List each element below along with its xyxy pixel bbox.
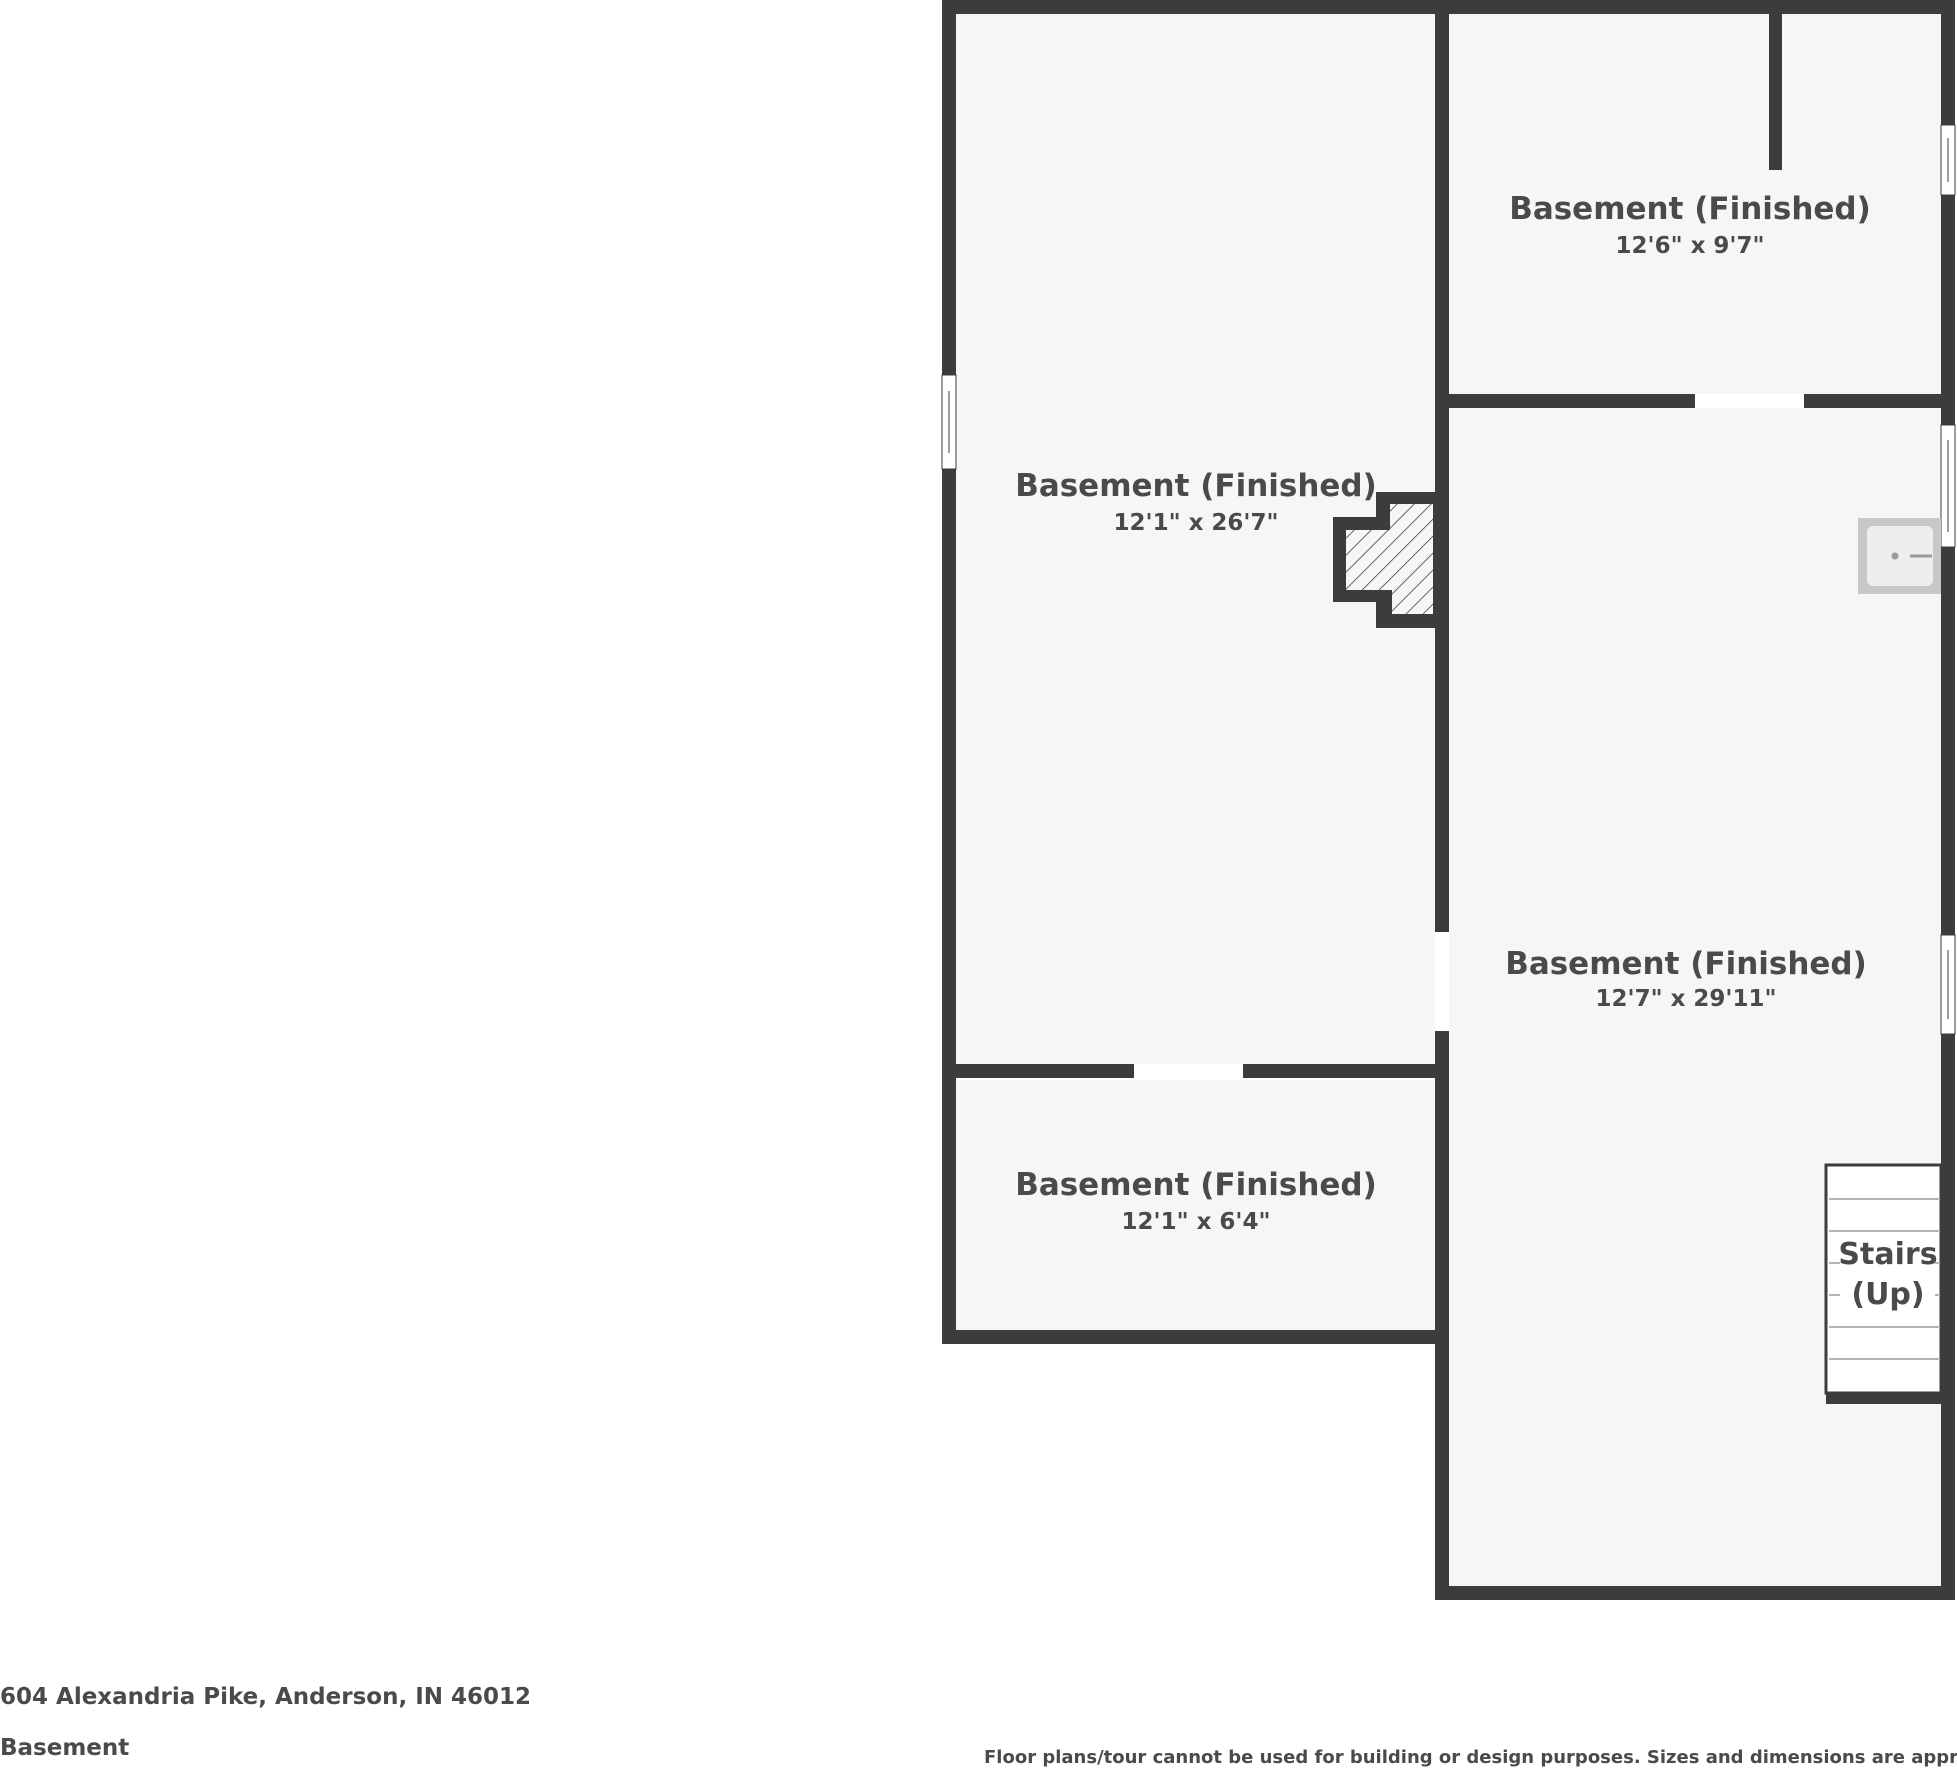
fireplace-icon — [1333, 492, 1436, 628]
room-label-top-right-dims: 12'6" x 9'7" — [1616, 233, 1765, 259]
door-opening-top-right — [1695, 394, 1804, 408]
window-right-middle — [1940, 424, 1956, 548]
door-opening-center — [1435, 932, 1449, 1031]
room-label-top-right-name: Basement (Finished) — [1509, 191, 1871, 227]
window-left-wall — [941, 374, 957, 470]
stairs-label-line2: (Up) — [1851, 1277, 1924, 1312]
window-right-lower — [1940, 934, 1956, 1035]
utility-sink-icon — [1858, 518, 1941, 594]
stairs-icon — [1824, 1163, 1943, 1404]
window-right-top — [1940, 124, 1956, 196]
walls — [942, 0, 1955, 1600]
room-label-right-large-name: Basement (Finished) — [1505, 946, 1867, 982]
room-label-bottom-left-dims: 12'1" x 6'4" — [1122, 1209, 1271, 1235]
stairs-label-line1: Stairs — [1838, 1237, 1937, 1272]
room-label-bottom-left-name: Basement (Finished) — [1015, 1167, 1377, 1203]
room-floor-top-right — [1449, 14, 1941, 394]
property-address: 604 Alexandria Pike, Anderson, IN 46012 — [0, 1684, 532, 1710]
windows — [941, 124, 1956, 1035]
room-floor-bottom-left — [956, 1080, 1441, 1330]
room-label-right-large-dims: 12'7" x 29'11" — [1596, 986, 1777, 1012]
room-label-left-large-dims: 12'1" x 26'7" — [1114, 510, 1279, 536]
room-label-left-large-name: Basement (Finished) — [1015, 468, 1377, 504]
disclaimer-text: Floor plans/tour cannot be used for buil… — [984, 1747, 1957, 1768]
door-opening-bottom-left — [1134, 1064, 1243, 1078]
door-openings — [1134, 394, 1804, 1078]
floor-label: Basement — [0, 1735, 130, 1761]
